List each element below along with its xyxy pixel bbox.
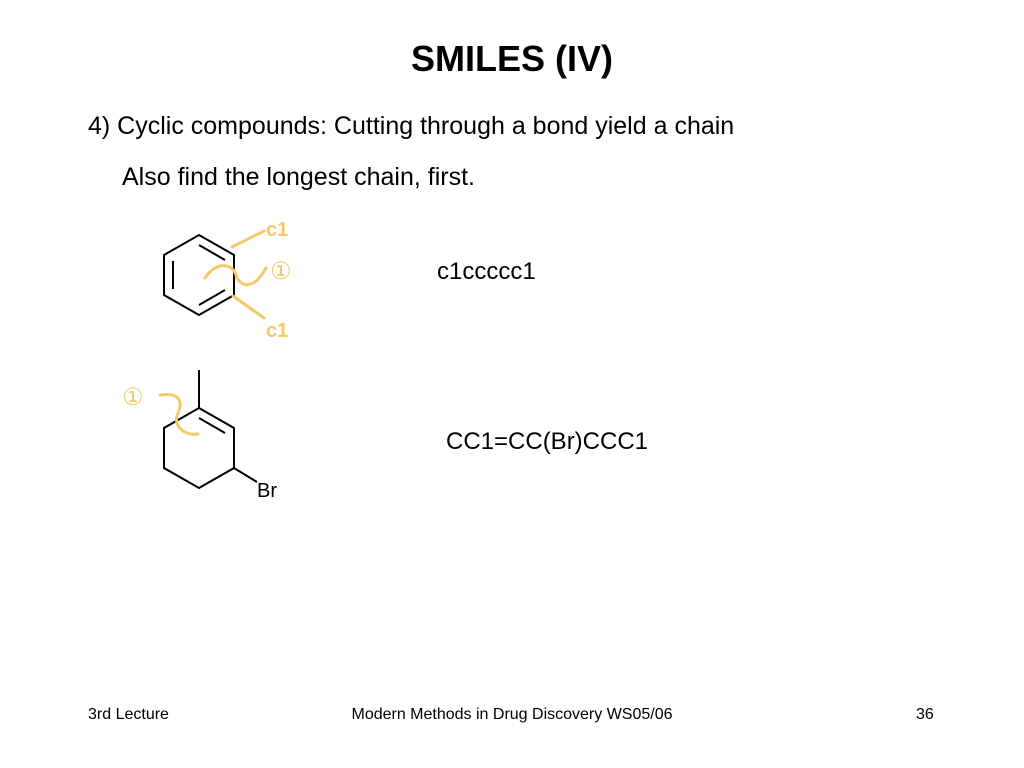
benzene-inner-bond-bottom [198, 289, 226, 306]
sub-line-longest-chain: Also find the longest chain, first. [122, 163, 475, 191]
cut-marker-circled-1: ① [270, 257, 292, 285]
footer-lecture: 3rd Lecture [88, 706, 169, 723]
benzene-inner-bond-top [198, 244, 226, 261]
cut-wave-line [203, 264, 268, 287]
cut-marker-circled-1-second: ① [122, 383, 144, 411]
benzene-outline [163, 233, 235, 317]
bromo-methylcyclohexene [163, 370, 258, 490]
cut-wave-line-2 [158, 392, 200, 436]
footer-course: Modern Methods in Drug Discovery WS05/06 [351, 706, 673, 723]
bullet-cyclic-compounds: 4) Cyclic compounds: Cutting through a b… [88, 112, 735, 140]
benzene-cut-annotations [203, 229, 268, 320]
smiles-benzene: c1ccccc1 [437, 258, 536, 285]
double-bond-inner [198, 417, 226, 434]
ring-label-c1-bottom: c1 [266, 320, 288, 342]
footer-page-number: 36 [916, 706, 934, 723]
smiles-bromo-methylcyclohexene: CC1=CC(Br)CCC1 [446, 428, 649, 455]
cut-leader-top [230, 229, 266, 249]
benzene-ring [163, 233, 235, 317]
cut-leader-bottom [231, 294, 266, 320]
cyclohexene-outline [163, 406, 235, 490]
ring-label-c1-top: c1 [266, 219, 288, 241]
bromo-bond [233, 467, 258, 483]
slide-title: SMILES (IV) [410, 38, 613, 79]
atom-label-br: Br [257, 480, 277, 502]
